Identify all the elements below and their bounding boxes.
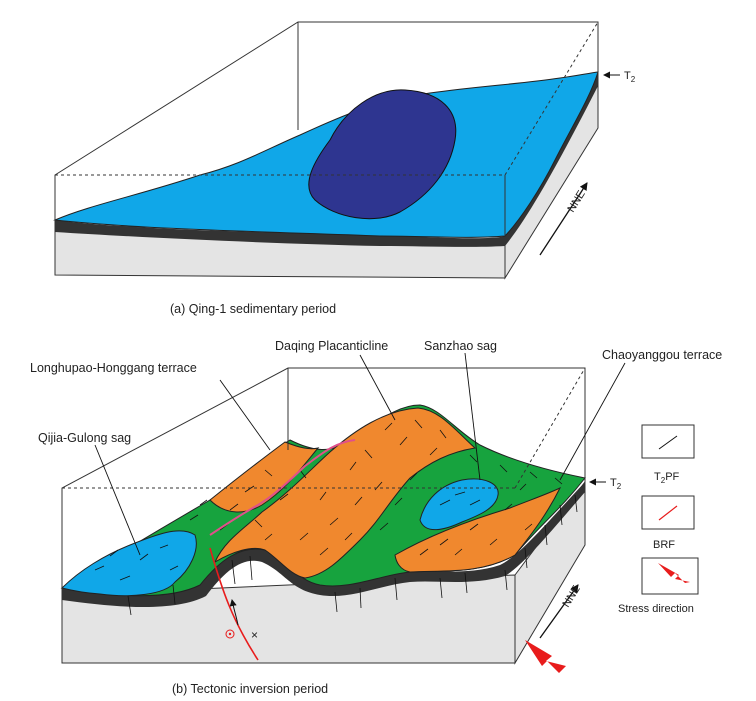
panel-b-brf-line <box>209 439 356 536</box>
leader-longhupao <box>219 379 271 451</box>
legend-t2pf-symbol <box>658 435 678 450</box>
legend-brf-label: BRF <box>653 539 675 551</box>
panel-a-caption: (a) Qing-1 sedimentary period <box>170 302 336 316</box>
panel-a-dark-layer <box>55 72 598 247</box>
legend: T2PF BRF Stress direction <box>618 424 699 615</box>
label-daqing-placanticline: Daqing Placanticline <box>275 339 388 353</box>
panel-b-daqing-placanticline <box>213 407 477 579</box>
leader-sanzhao <box>464 352 481 481</box>
legend-brf-symbol <box>658 505 678 521</box>
panel-a-t2-label: T2 <box>624 70 636 84</box>
panel-b-nne-label: NNE <box>560 584 582 610</box>
panel-b-nne-arrow <box>539 584 579 639</box>
label-longhupao-honggang-terrace: Longhupao-Honggang terrace <box>30 361 197 375</box>
panel-b-caption: (b) Tectonic inversion period <box>172 682 328 696</box>
leader-chaoyanggou <box>559 362 626 481</box>
panel-b-dark-layer <box>62 482 585 607</box>
panel-b-chaoyanggou-terrace <box>394 486 562 573</box>
label-qijia-gulong-sag: Qijia-Gulong sag <box>38 431 131 445</box>
legend-stress-box <box>641 557 699 595</box>
panel-b-red-fault <box>209 547 259 661</box>
leader-daqing <box>359 354 396 421</box>
panel-b-dashed-right-top <box>514 367 586 489</box>
panel-b-t2-label: T2 <box>610 477 622 491</box>
legend-stress-label: Stress direction <box>618 603 694 615</box>
panel-b-block: × T2 NNE <box>60 367 622 673</box>
legend-t2pf-box <box>641 424 695 459</box>
label-chaoyanggou-terrace: Chaoyanggou terrace <box>602 348 722 362</box>
legend-stress-symbol <box>658 563 690 583</box>
panel-b-out-of-page-dot <box>228 632 232 636</box>
panel-a-nne-arrow <box>539 182 588 256</box>
panel-b-stress-arrow <box>525 640 566 673</box>
panel-b-fault-hatching <box>94 419 563 581</box>
legend-t2pf-label: T2PF <box>654 471 680 485</box>
label-sanzhao-sag: Sanzhao sag <box>424 339 497 353</box>
panel-b-sanzhao-sag <box>419 478 499 531</box>
panel-b-into-page-symbol: × <box>251 628 258 642</box>
panel-a-block: T2 NNE <box>53 21 636 280</box>
panel-b-fault-motion-arrow <box>229 599 239 626</box>
panel-a-nne-label: NNE <box>565 189 587 215</box>
panel-b-fault-ticks <box>127 494 578 616</box>
leader-qijia <box>94 444 141 556</box>
panel-a-deep-lake <box>308 89 457 220</box>
panel-b-out-of-page-symbol <box>225 629 235 639</box>
panel-b-leader-lines <box>94 352 626 556</box>
